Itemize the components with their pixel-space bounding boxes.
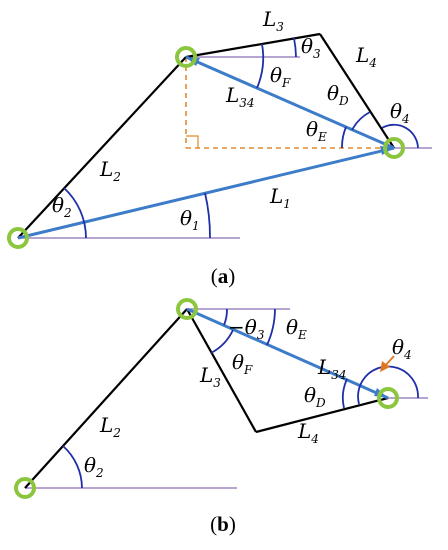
joint-ground-b [14, 477, 36, 499]
joint-right-a [383, 137, 405, 159]
link-L2-a [17, 56, 187, 239]
caption-b: (b) [210, 512, 236, 536]
label-theta4-b: θ4 [392, 335, 412, 362]
angle-arc-theta2-a [63, 187, 87, 239]
label-thetaE-b: θE [286, 315, 307, 342]
label-thetaD-b: θD [304, 383, 326, 410]
link-L34-a [185, 55, 395, 150]
angle-arc-theta1-a [204, 192, 211, 239]
right-angle-marker-a [186, 135, 199, 148]
label-L34-b: L34 [317, 355, 347, 382]
label-theta1-a: θ1 [180, 206, 200, 233]
label-theta2-a: θ2 [52, 193, 72, 220]
link-L4-b [255, 396, 389, 434]
label-L4-b: L4 [297, 419, 319, 446]
link-L34-b [186, 307, 389, 400]
angle-arc-thetaF-b [210, 329, 234, 354]
joint-upper-a [175, 46, 197, 68]
label-thetaF-a: θF [270, 63, 291, 90]
label-L34-a: L34 [225, 83, 255, 110]
label-L2-a: L2 [99, 157, 121, 184]
joint-ground-a [7, 227, 29, 249]
panel-b: −θ3 θE θ4 θF L34 L3 θD L2 L4 θ2 (b) [14, 298, 428, 536]
label-thetaE-a: θE [306, 117, 327, 144]
label-theta3-a: θ3 [301, 34, 321, 61]
angle-arc-thetaE-b [266, 308, 276, 346]
angle-arc-theta4-a [381, 123, 419, 149]
angle-arc-thetaF-a [256, 43, 265, 89]
angle-arc-theta2-b [62, 445, 83, 489]
caption-a: (a) [211, 264, 236, 288]
angle-arc-thetaD-b [341, 378, 348, 409]
pointer-arrowhead-theta4-b [380, 361, 390, 372]
label-L4-a: L4 [355, 43, 377, 70]
angle-arc-theta3-b [223, 308, 228, 326]
joint-upper-b [176, 298, 198, 320]
link-L3-a [185, 32, 321, 59]
link-L4-a [319, 33, 395, 149]
link-L2-b [24, 308, 188, 489]
panel-a: L3 θ3 L4 θF θD θ4 L34 θE L2 θ2 L1 θ1 (a) [7, 7, 432, 288]
angle-arc-thetaE-a [341, 126, 347, 149]
angle-arc-theta3-a [293, 37, 297, 58]
link-L3-b [186, 308, 257, 433]
label-theta4-a: θ4 [390, 99, 410, 126]
angle-arc-thetaD-a [351, 111, 371, 131]
label-L1-a: L1 [269, 184, 291, 211]
label-theta3-b: −θ3 [228, 315, 265, 342]
label-theta2-b: θ2 [84, 453, 104, 480]
label-L3-b: L3 [199, 363, 221, 390]
label-L3-a: L3 [262, 7, 284, 34]
label-thetaD-a: θD [327, 81, 349, 108]
label-thetaF-b: θF [232, 350, 253, 377]
joint-right-b [377, 387, 399, 409]
link-L1-a [17, 146, 395, 240]
label-L2-b: L2 [99, 413, 121, 440]
